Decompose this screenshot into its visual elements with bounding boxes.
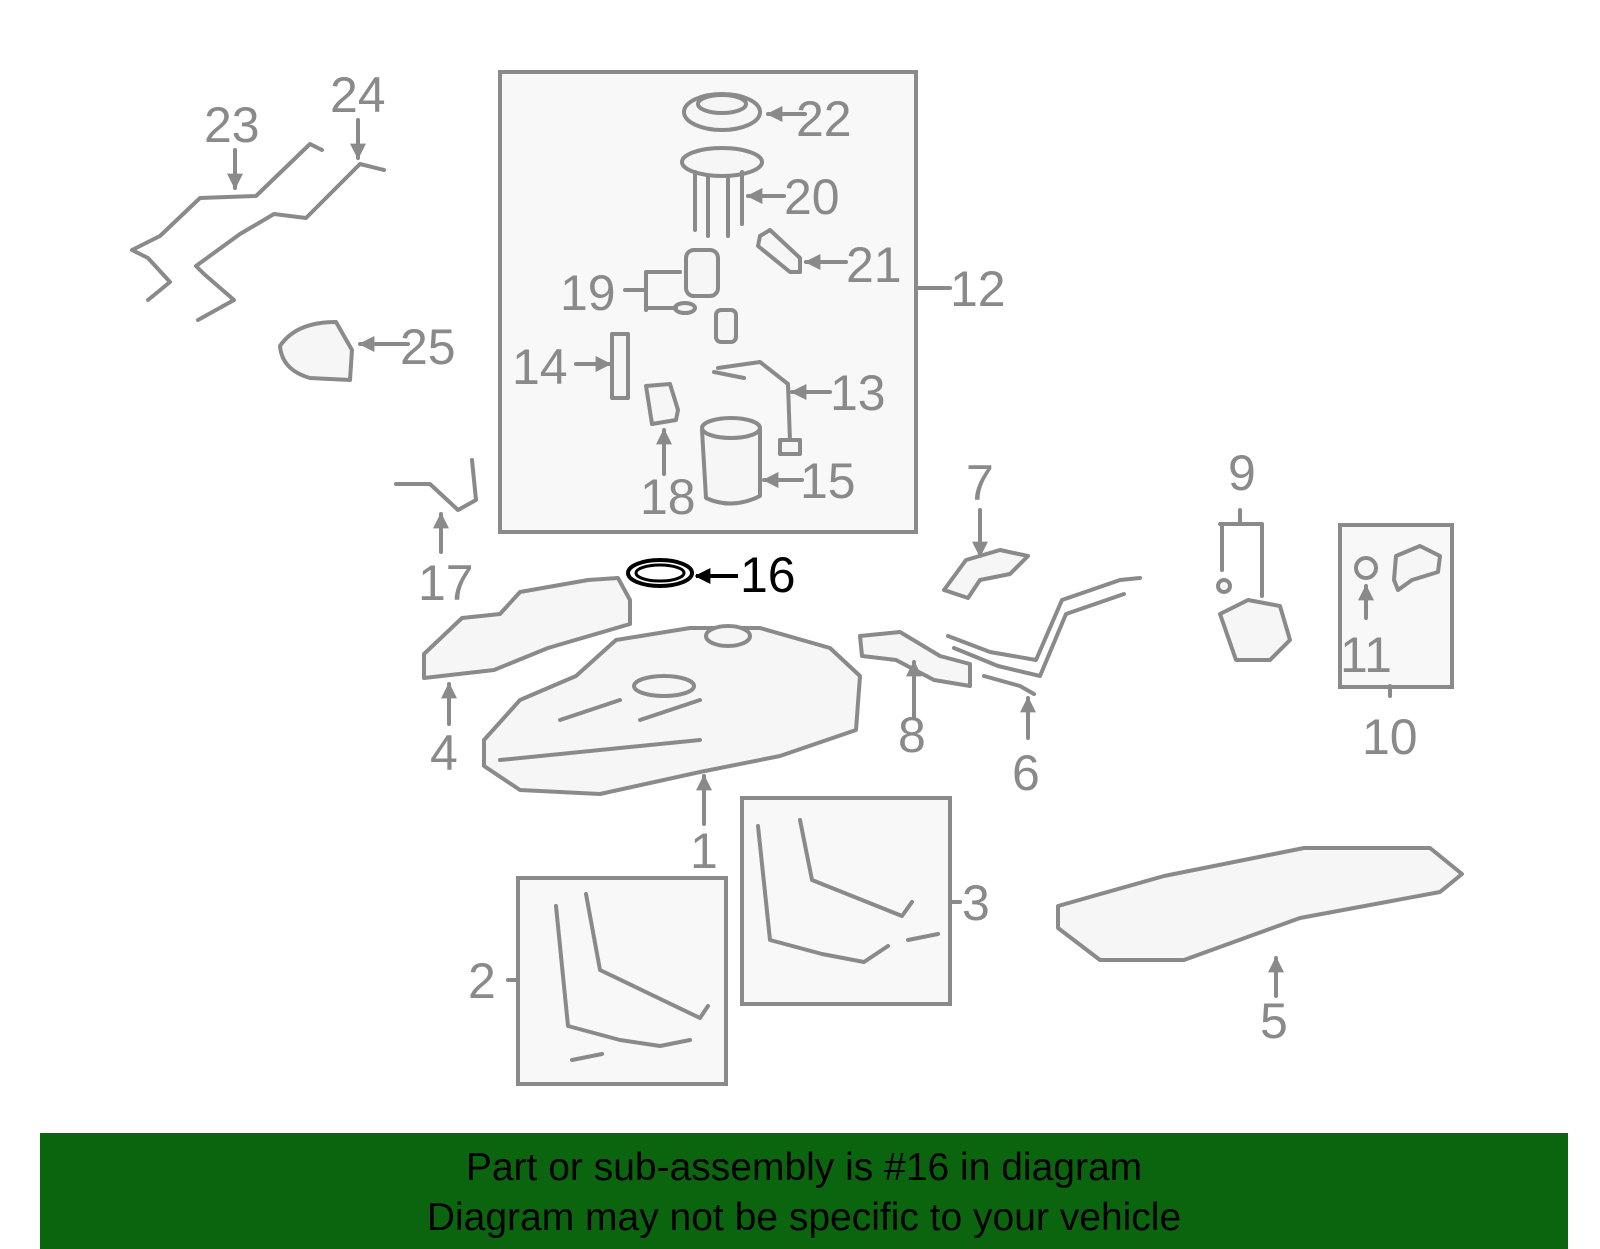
callout-14: 14 bbox=[512, 339, 568, 395]
callout-23: 23 bbox=[204, 97, 260, 153]
part-1-fuel-tank bbox=[482, 624, 862, 796]
part-11 bbox=[1354, 544, 1442, 592]
callout-4: 4 bbox=[430, 725, 458, 781]
assembly-box-3 bbox=[740, 796, 952, 1006]
part-8-hose bbox=[858, 630, 972, 688]
callout-15: 15 bbox=[800, 453, 856, 509]
callout-21: 21 bbox=[846, 237, 902, 293]
part-18 bbox=[644, 382, 680, 426]
callout-5: 5 bbox=[1260, 993, 1288, 1049]
info-banner: Part or sub-assembly is #16 in diagram D… bbox=[40, 1133, 1568, 1249]
part-2-straps bbox=[554, 892, 710, 1062]
callout-labels: 1 2 3 4 5 6 7 8 9 10 11 12 13 14 15 16 1… bbox=[204, 67, 1418, 1049]
part-25-cover bbox=[278, 320, 354, 382]
callout-10: 10 bbox=[1362, 709, 1418, 765]
banner-line-1: Part or sub-assembly is #16 in diagram bbox=[465, 1146, 1143, 1189]
callout-12: 12 bbox=[950, 261, 1006, 317]
callout-22: 22 bbox=[796, 91, 852, 147]
callout-6: 6 bbox=[1012, 745, 1040, 801]
part-4-protector bbox=[422, 576, 632, 680]
callout-11: 11 bbox=[1340, 627, 1392, 683]
part-9 bbox=[1216, 578, 1292, 662]
callout-9: 9 bbox=[1228, 445, 1256, 501]
callout-13: 13 bbox=[830, 365, 886, 421]
part-19-pump bbox=[673, 248, 720, 315]
callout-20: 20 bbox=[784, 169, 840, 225]
part-24-fuel-line bbox=[194, 162, 386, 322]
part-17-harness bbox=[394, 458, 478, 512]
callout-16: 16 bbox=[740, 547, 796, 603]
part-13-sender bbox=[712, 360, 792, 444]
part-15-cup bbox=[700, 416, 762, 506]
part-22-lock-ring bbox=[682, 92, 762, 132]
callout-1: 1 bbox=[690, 823, 718, 879]
part-14 bbox=[610, 332, 630, 400]
part-6-filler-pipe bbox=[946, 576, 1142, 678]
callout-18: 18 bbox=[640, 469, 696, 525]
part-5-skid-plate bbox=[1056, 846, 1464, 962]
banner-line-2: Diagram may not be specific to your vehi… bbox=[426, 1196, 1182, 1239]
callout-3: 3 bbox=[962, 875, 990, 931]
part-21 bbox=[756, 228, 802, 274]
callout-19: 19 bbox=[560, 265, 616, 321]
part-16-gasket bbox=[626, 558, 694, 588]
part-23-fuel-line bbox=[130, 142, 324, 302]
part-20-bracket bbox=[680, 146, 764, 238]
callout-24: 24 bbox=[330, 67, 386, 123]
leader-lines bbox=[227, 106, 1392, 998]
callout-7: 7 bbox=[966, 455, 994, 511]
part-7-bracket bbox=[942, 548, 1030, 600]
callout-8: 8 bbox=[898, 707, 926, 763]
callout-2: 2 bbox=[468, 953, 496, 1009]
part-3-straps bbox=[756, 818, 940, 964]
callout-17: 17 bbox=[418, 555, 474, 611]
part-filter bbox=[714, 308, 738, 344]
callout-25: 25 bbox=[400, 319, 456, 375]
